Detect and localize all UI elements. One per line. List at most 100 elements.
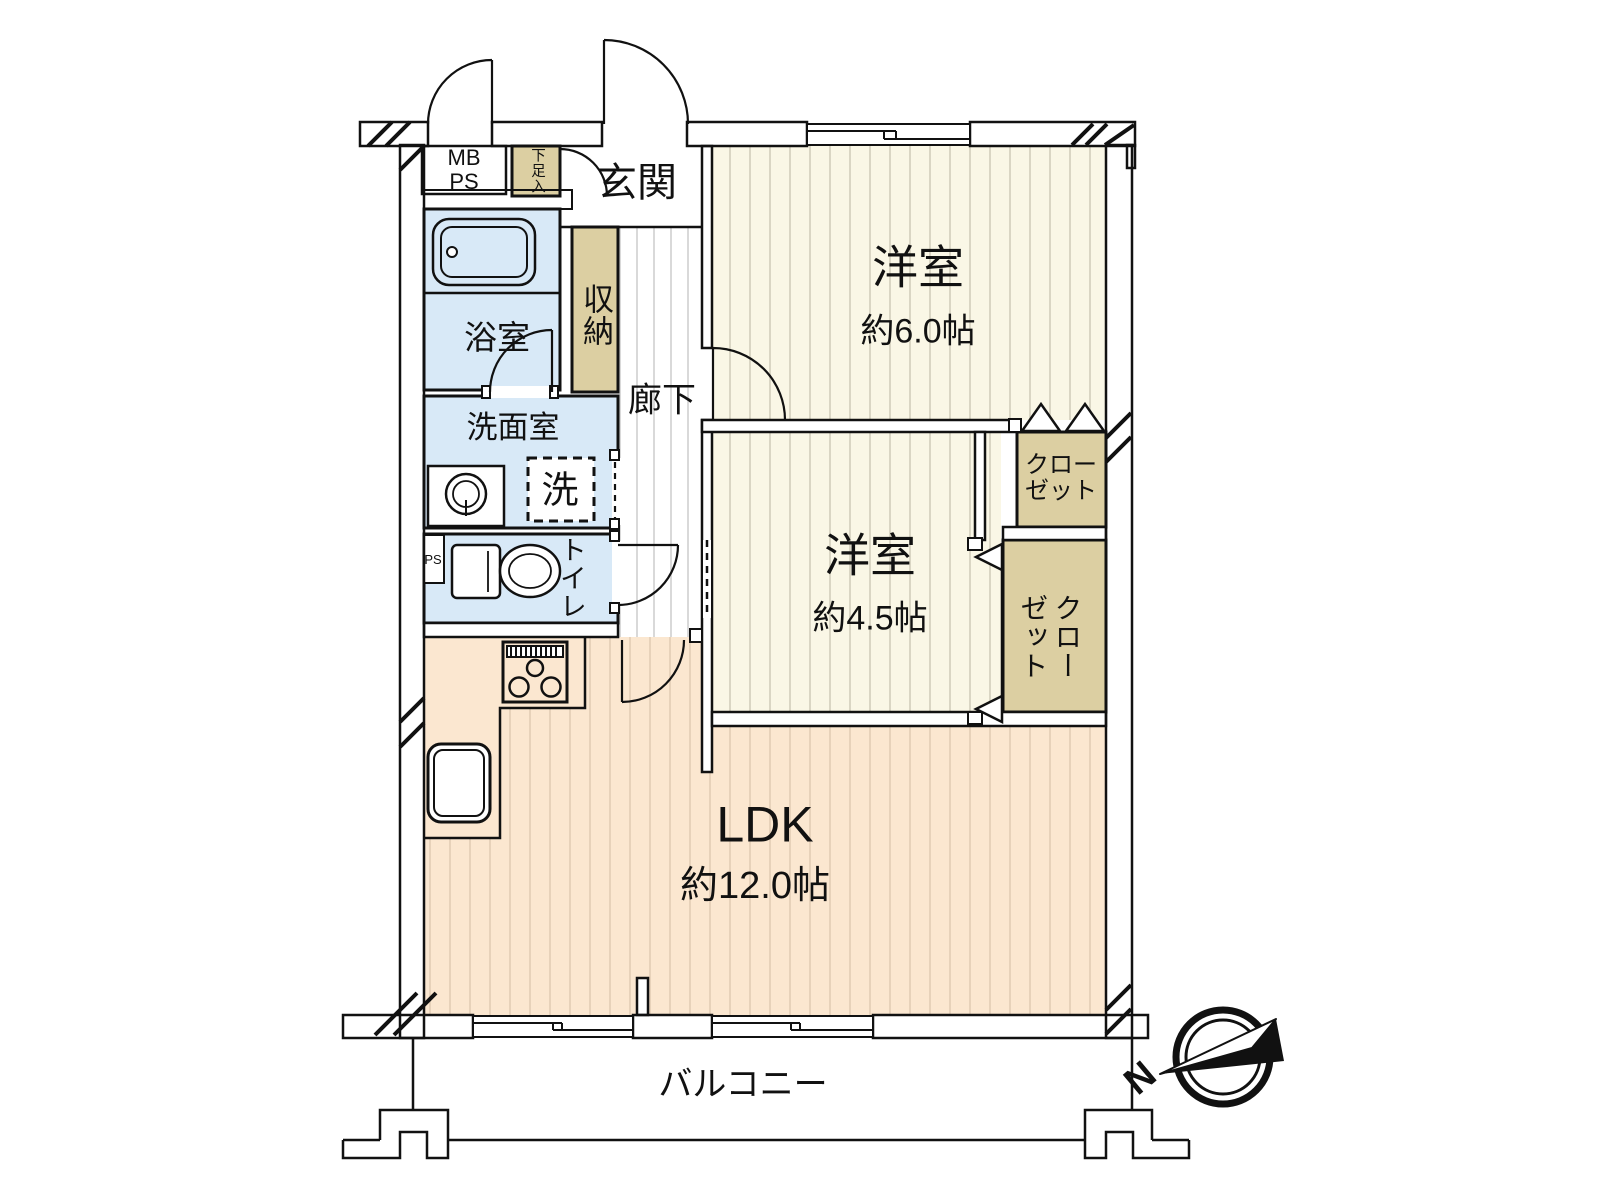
meter-box-label: MB PS — [447, 144, 481, 194]
closet-upper-label: クロー ゼット — [1025, 451, 1097, 506]
shoe-box-label: 下足入 — [528, 147, 545, 195]
room6-area-label: 約6.0帖 — [860, 312, 976, 351]
entrance-door-swing — [602, 38, 690, 125]
storage-floors — [512, 146, 1106, 712]
toilet-tank — [450, 543, 502, 600]
bathroom-door-gap — [486, 386, 554, 398]
hatch-left-mid — [398, 696, 426, 749]
closet-lower-floor — [1003, 540, 1106, 712]
genkan-label: 玄関 — [597, 161, 677, 205]
compass-needle-dark — [1160, 1019, 1284, 1074]
wall-toilet-ldk — [422, 621, 620, 639]
closet-upper-line1: クロー — [1025, 451, 1097, 479]
mbps-door-swing — [426, 58, 494, 125]
compass — [1159, 1006, 1284, 1108]
shoe-box-floor — [512, 146, 560, 196]
balcony-label: バルコニー — [658, 1065, 828, 1104]
kitchen-counter-edge — [424, 637, 587, 840]
toilet-door-swing — [617, 543, 680, 607]
room6-floor — [712, 146, 1106, 420]
bathtub — [431, 217, 537, 287]
room-floors — [424, 146, 1106, 1015]
toilet-door-jamb1 — [609, 530, 620, 542]
wall-room45-ldk — [710, 710, 1108, 728]
stove-burner-3 — [540, 676, 562, 698]
hallway-label: 廊下 — [628, 381, 696, 420]
kitchen-sink-inner — [433, 749, 485, 817]
toilet-bowl-inner — [508, 553, 552, 589]
closet-lower-label-col2: ゼット — [1017, 593, 1049, 681]
shoe-box-door-swing — [559, 147, 609, 197]
ldk-window-left-panes — [473, 1022, 633, 1031]
hallway-floor — [618, 227, 702, 637]
wall-right — [1104, 143, 1134, 1040]
bathroom-door-swing — [488, 328, 554, 393]
ldk-door-swing — [620, 639, 686, 704]
wall-room6-room45 — [700, 418, 1019, 434]
hatch-top-right — [1070, 122, 1136, 147]
wall-band-under-mbps — [423, 189, 573, 210]
washroom-door-jamb2 — [609, 518, 620, 530]
wall-room45-closet — [973, 430, 987, 542]
hall-door-jamb — [689, 628, 703, 643]
room45-area-label: 約4.5帖 — [812, 599, 928, 638]
compass-needle-light — [1159, 1018, 1277, 1075]
wall-hall-room6 — [700, 144, 714, 350]
ldk-window-right-panes — [712, 1022, 873, 1031]
wall-between-closets — [1001, 525, 1108, 542]
room45-floor — [712, 432, 1001, 715]
room45-label: 洋室 — [824, 529, 916, 582]
bathroom-door-jamb2 — [549, 385, 559, 399]
hatch-top-left — [366, 120, 426, 172]
washing-machine-label: 洗 — [541, 469, 579, 511]
hatch-bottom-left — [373, 991, 438, 1037]
room6-label: 洋室 — [872, 241, 964, 294]
storage-floor — [572, 227, 618, 392]
meter-box-line1: MB — [447, 144, 481, 170]
wall-top-2 — [490, 120, 604, 148]
room6-window — [806, 123, 971, 146]
closet-lower-jamb2 — [967, 711, 983, 725]
toilet-door-gap — [612, 541, 624, 605]
closet-upper-folding-door — [1019, 401, 1107, 433]
room6-door-swing — [711, 346, 787, 421]
bathroom-door-jamb1 — [481, 385, 491, 399]
closet-upper-floor — [1017, 432, 1106, 527]
meter-box-outline — [420, 144, 508, 196]
wall-right-step — [1125, 143, 1137, 170]
genkan-floor — [560, 146, 702, 227]
stove-burner-2 — [508, 676, 530, 698]
closet-lower-folding-door — [973, 541, 1004, 725]
bathtub-drain — [446, 246, 458, 258]
ldk-area-label: 約12.0帖 — [680, 865, 830, 908]
meter-box-line2: PS — [449, 169, 479, 194]
windows — [472, 123, 971, 1038]
closet-upper-jamb — [1008, 418, 1022, 433]
wall-top-3 — [685, 120, 809, 148]
washroom-label: 洗面室 — [466, 409, 560, 445]
bathroom-label: 浴室 — [464, 318, 530, 356]
hatch-right-mid — [1104, 411, 1133, 464]
closet-upper-line2: ゼット — [1025, 478, 1097, 505]
ldk-label: LDK — [716, 796, 814, 853]
stove — [501, 640, 569, 704]
bathroom-floor — [424, 209, 560, 390]
hatch-bottom-right — [1104, 983, 1133, 1036]
balcony-end-left — [341, 1108, 450, 1160]
closet-lower-jamb1 — [967, 537, 983, 551]
fixtures — [424, 217, 596, 824]
balcony-outline — [341, 1038, 1191, 1160]
toilet-door-jamb2 — [609, 602, 620, 614]
stove-burner-1 — [525, 658, 545, 678]
wall-left — [398, 143, 426, 1040]
washing-machine-space — [526, 456, 596, 523]
washroom-door-jamb1 — [609, 449, 620, 461]
wall-hatching — [366, 120, 1136, 1037]
top-wall-jambs — [427, 122, 688, 146]
doors — [426, 38, 1107, 725]
wall-bottom-2 — [631, 1013, 714, 1040]
pipe-space-label: PS — [424, 551, 442, 567]
closet-lower-label-col1: クロー — [1051, 593, 1083, 681]
